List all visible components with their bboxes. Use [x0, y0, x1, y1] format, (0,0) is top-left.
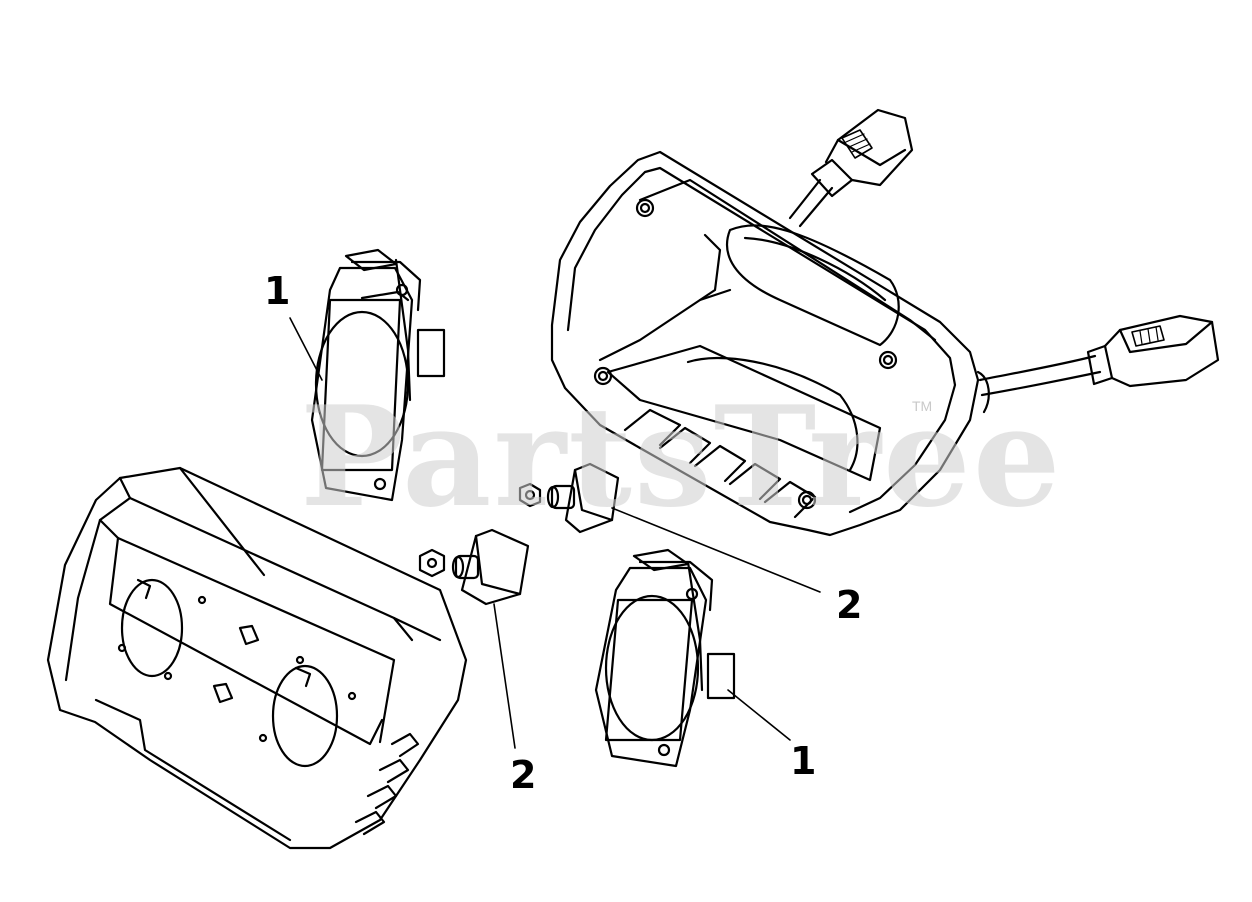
- callout-1-upper: 1: [264, 269, 291, 313]
- watermark-logo: PartsTree: [300, 375, 1063, 538]
- leader-lines: [289, 317, 821, 749]
- callout-1-lower: 1: [790, 739, 817, 783]
- callout-2-center: 2: [510, 753, 537, 797]
- circuit-breaker-upper: [518, 462, 620, 534]
- receptacle-upper: [310, 248, 446, 502]
- circuit-breaker-lower: [418, 528, 530, 606]
- front-panel: [46, 466, 468, 850]
- callout-2-right: 2: [836, 583, 863, 627]
- receptacle-lower: [594, 548, 736, 768]
- control-panel-housing: [550, 108, 1220, 537]
- watermark-trademark: TM: [912, 398, 933, 414]
